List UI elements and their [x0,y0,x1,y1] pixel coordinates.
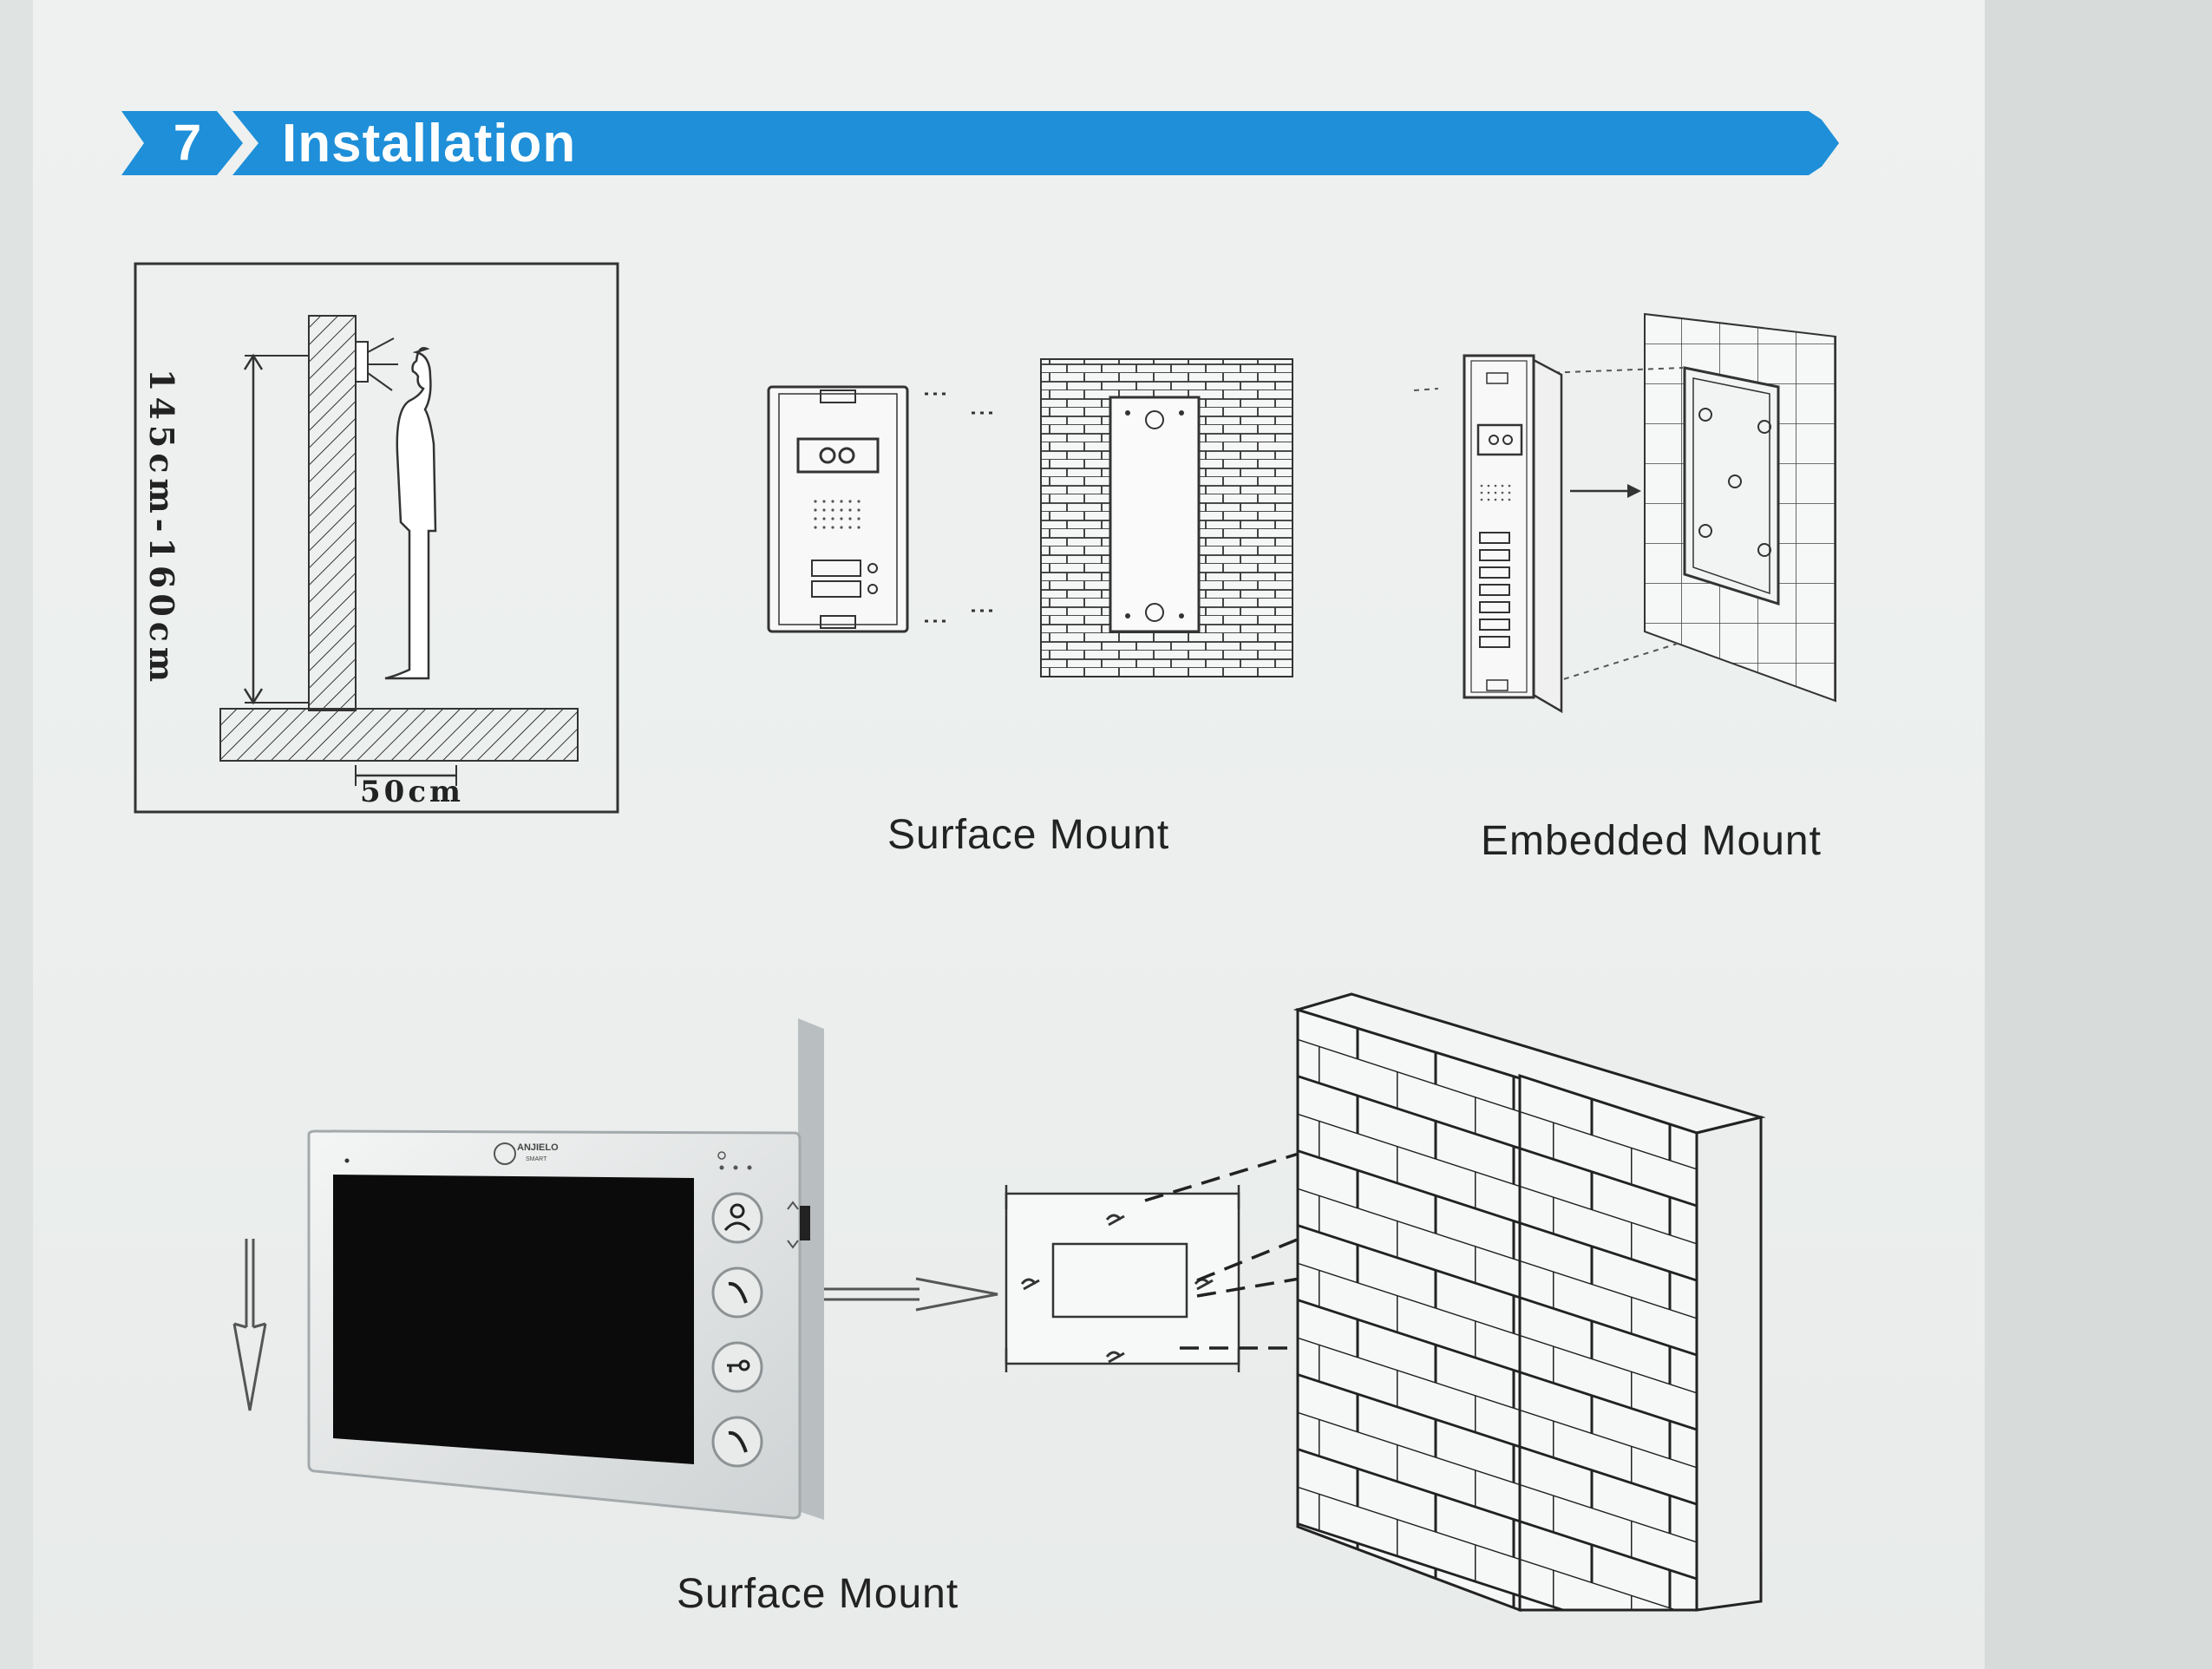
floor-hatched [219,708,579,762]
panel-front [767,385,909,633]
call-button-2 [811,580,861,598]
wall-hatched [308,315,357,711]
indoor-surface-mount-caption: Surface Mount [677,1571,959,1617]
svg-text:SMART: SMART [526,1156,547,1162]
section-title: Installation [282,114,577,173]
speaker-grille [814,500,861,529]
monitor-button-key [711,1341,763,1393]
door-station-icon [355,341,369,383]
background-shadow [1985,0,2212,1669]
distance-label: 50cm [360,775,464,809]
banner-number-chevron [121,111,243,175]
indoor-monitor: ANJIELO SMART [307,1018,824,1520]
call-button-1 [811,560,861,577]
height-label: 145cm-160cm [142,369,181,688]
brick-wall-3d [1293,992,1766,1613]
outdoor-panel-surface-mount [767,358,1293,677]
person-silhouette [384,347,437,680]
down-arrow-icon [232,1239,267,1411]
outdoor-surface-mount-caption: Surface Mount [887,812,1170,858]
section-banner [121,111,1839,175]
camera-window [1476,423,1523,456]
mounting-height-diagram [134,262,619,814]
indoor-monitor-surface-mount: ANJIELO SMART [232,992,1766,1613]
screws [925,392,998,623]
arrow-icon [1627,484,1641,498]
call-buttons [1479,532,1510,648]
monitor-button-hangup [711,1416,763,1468]
monitor-button-person [711,1192,763,1244]
outdoor-embedded-mount-caption: Embedded Mount [1481,818,1822,864]
section-number: 7 [173,115,202,171]
monitor-screen [333,1175,694,1464]
monitor-button-phone [711,1266,763,1319]
panel-side [1530,357,1563,714]
panel-front [1463,354,1535,699]
right-arrow-icon [824,1277,998,1312]
camera-window [796,437,880,474]
brand-logo [494,1142,516,1165]
banner-title-chevron [232,111,1822,175]
side-dial [800,1206,810,1240]
svg-text:ANJIELO: ANJIELO [517,1142,559,1153]
outdoor-panel-embedded-mount [1414,312,1836,714]
mounting-box [1109,396,1201,633]
